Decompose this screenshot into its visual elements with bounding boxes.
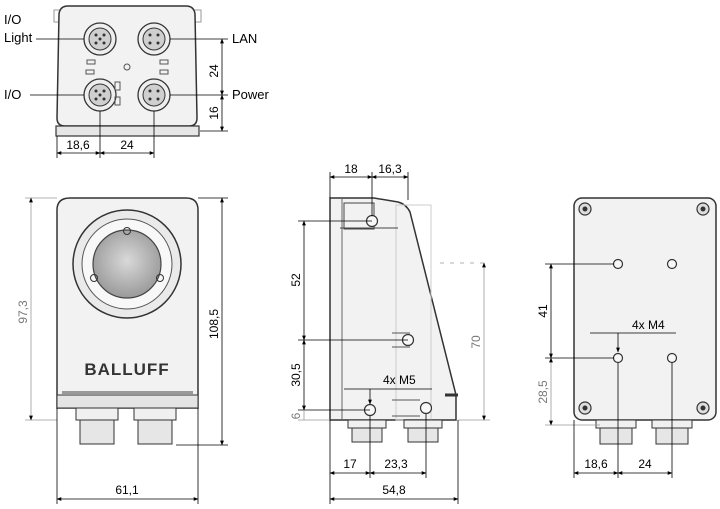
dim-back-41: 41 <box>536 304 550 318</box>
dim-top-24v: 24 <box>207 64 221 78</box>
dim-side-70: 70 <box>469 335 483 349</box>
label-power: Power <box>232 87 270 102</box>
led-indicators <box>85 59 169 106</box>
lan-connector <box>137 22 171 56</box>
dim-side-17: 17 <box>343 457 357 471</box>
io-light-connector <box>83 22 117 56</box>
dim-back-18-6: 18,6 <box>584 457 608 471</box>
corner-screws <box>578 202 710 415</box>
dim-side-23-3: 23,3 <box>384 457 408 471</box>
power-connector <box>137 78 171 112</box>
label-io-light-1: I/O <box>4 12 21 27</box>
dim-back-24: 24 <box>638 457 652 471</box>
label-io: I/O <box>4 87 21 102</box>
dim-side-thread: 4x M5 <box>383 373 416 387</box>
dim-side-16-3: 16,3 <box>378 162 402 176</box>
io-connector <box>83 78 117 112</box>
brand-logo: BALLUFF <box>84 360 169 379</box>
dim-top-18-6: 18,6 <box>66 138 90 152</box>
label-io-light-2: Light <box>4 30 33 45</box>
label-lan: LAN <box>232 31 257 46</box>
mount-holes <box>612 258 678 364</box>
dim-front-61-1: 61,1 <box>115 483 139 497</box>
dim-front-97-3: 97,3 <box>16 300 30 324</box>
lens-assembly <box>72 209 182 319</box>
top-view: I/O Light LAN I/O Power 24 16 18,6 24 <box>4 5 270 158</box>
dim-top-24h: 24 <box>120 138 134 152</box>
dim-back-thread: 4x M4 <box>632 318 665 332</box>
dim-side-6: 6 <box>289 412 303 419</box>
dim-front-108-5: 108,5 <box>207 309 221 339</box>
dim-side-30-5: 30,5 <box>289 363 303 387</box>
dim-back-28-5: 28,5 <box>536 380 550 404</box>
dim-top-16: 16 <box>207 106 221 120</box>
front-view: BALLUFF 97,3 108,5 61,1 <box>16 197 228 504</box>
dim-side-54-8: 54,8 <box>382 483 406 497</box>
dim-side-18: 18 <box>344 162 358 176</box>
side-view: 18 16,3 52 30,5 6 70 4x M5 17 23,3 54,8 <box>289 162 490 504</box>
dim-side-52: 52 <box>289 273 303 287</box>
back-view: 41 28,5 4x M4 18,6 24 <box>536 197 717 478</box>
